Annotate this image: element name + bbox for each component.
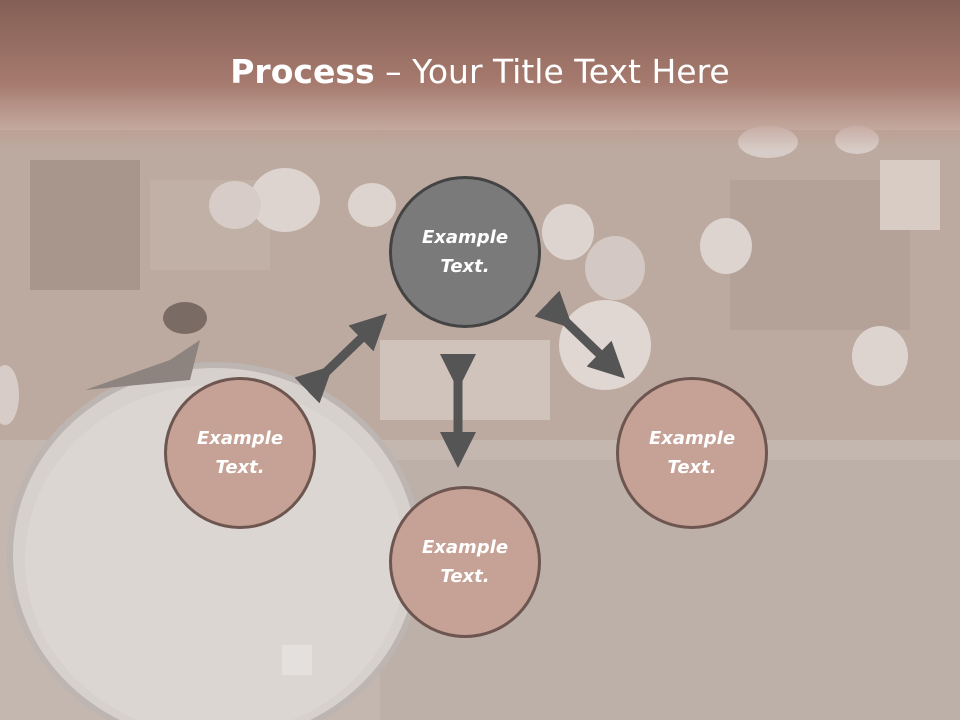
node-bottom: Example Text. (389, 486, 541, 638)
node-left: Example Text. (164, 377, 316, 529)
node-left-text: Example Text. (196, 428, 284, 478)
title-bold: Process (230, 52, 375, 91)
node-top: Example Text. (389, 176, 541, 328)
node-bottom-text: Example Text. (421, 537, 509, 587)
title-band (0, 0, 960, 150)
title-rest: – Your Title Text Here (374, 52, 730, 91)
node-right: Example Text. (616, 377, 768, 529)
node-right-text: Example Text. (648, 428, 736, 478)
page-title: Process – Your Title Text Here (0, 52, 960, 91)
node-top-text: Example Text. (421, 227, 509, 277)
